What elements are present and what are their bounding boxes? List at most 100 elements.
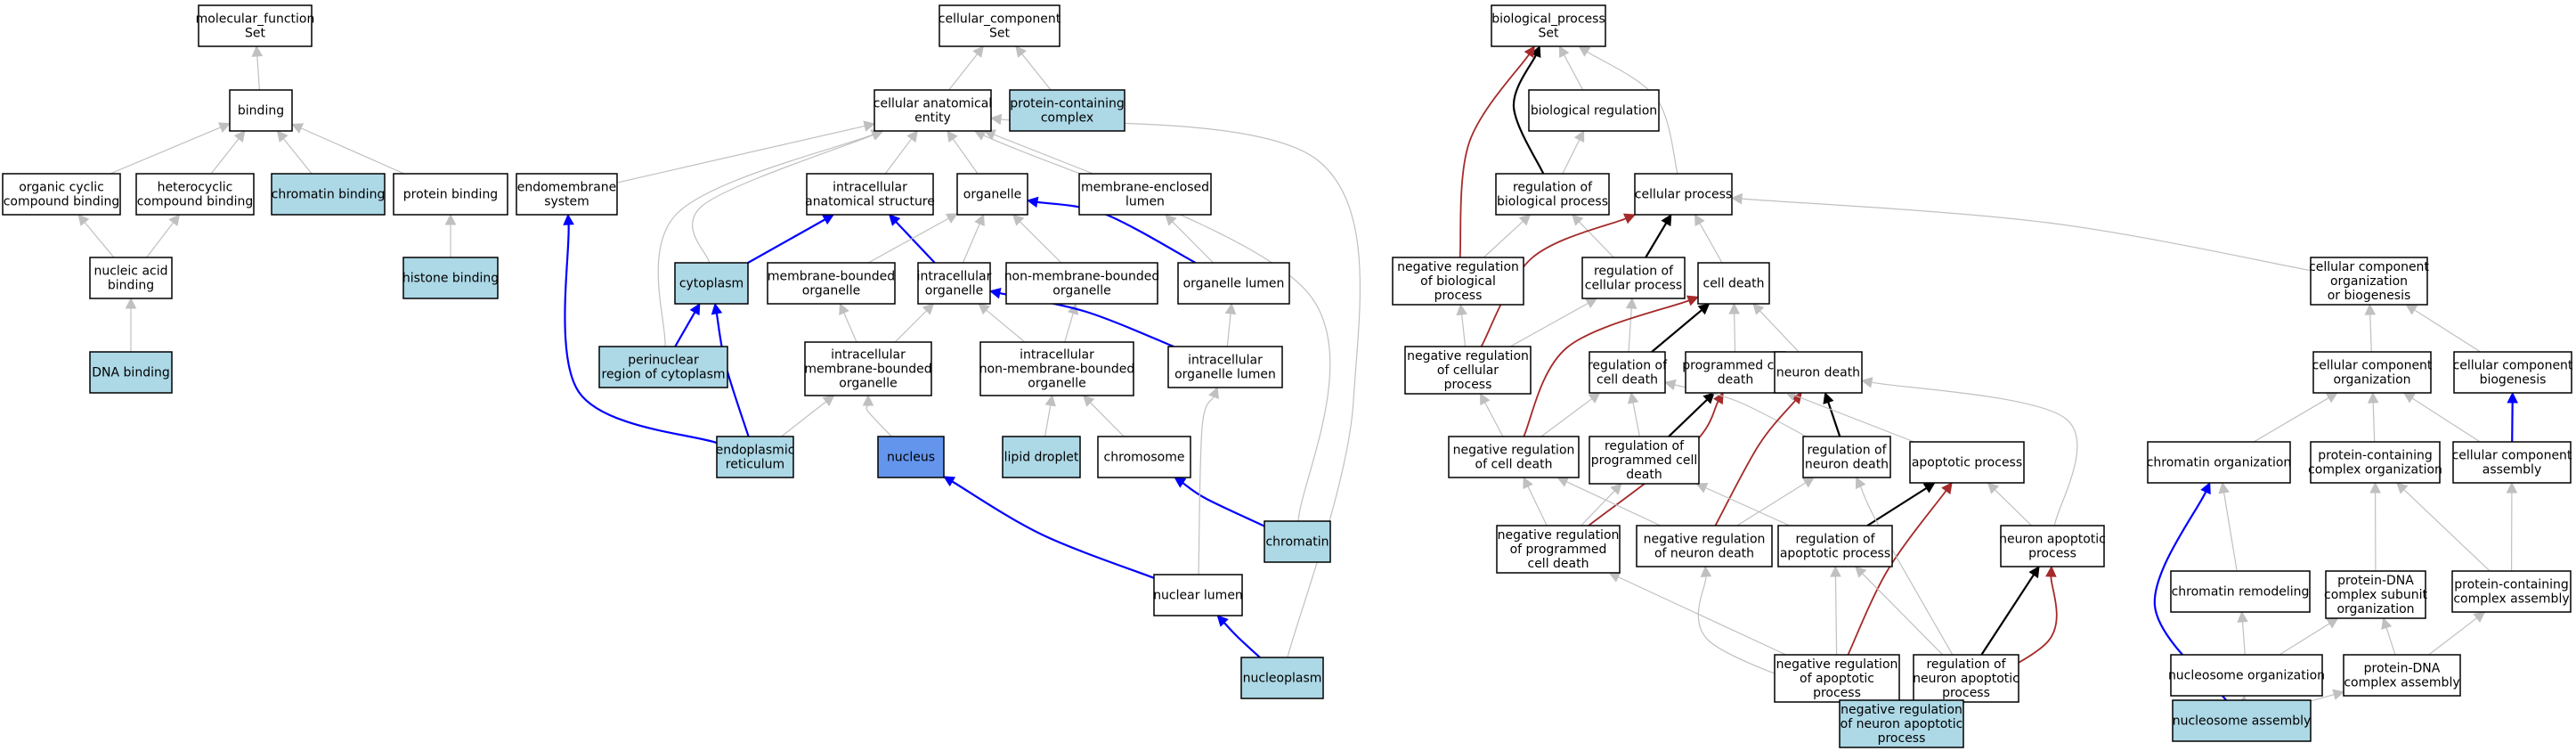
edge-line: [146, 222, 175, 258]
edge-arrowhead-icon: [1556, 477, 1570, 487]
go-term-node-nucleosome-assembly[interactable]: nucleosome assembly: [2172, 699, 2312, 742]
go-term-node-inmbo[interactable]: intracellularnon-membrane-boundedorganel…: [979, 341, 1135, 396]
go-term-node-cytoplasm[interactable]: cytoplasm: [674, 262, 749, 305]
node-label: process: [1434, 289, 1483, 303]
go-term-node-br[interactable]: biological regulation: [1528, 89, 1660, 132]
go-term-node-cell-death[interactable]: cell death: [1697, 262, 1770, 305]
edge-line: [1714, 399, 1796, 527]
go-term-node-chromatin-binding[interactable]: chromatin binding: [271, 173, 386, 216]
edge-line: [1523, 299, 1690, 437]
edge-arrowhead-icon: [2506, 481, 2518, 494]
go-term-node-nucleoplasm[interactable]: nucleoplasm: [1240, 657, 1324, 699]
edge-part-of: [1216, 615, 1261, 658]
node-label: biological process: [1497, 194, 1608, 208]
edge-is-a: [1224, 302, 1237, 347]
go-term-node-cp[interactable]: cellular process: [1634, 173, 1733, 216]
node-label: lipid droplet: [1004, 450, 1079, 464]
node-box: [1496, 525, 1621, 574]
edge-arrowhead-icon: [945, 213, 958, 224]
node-label: protein-containing: [2318, 448, 2432, 462]
node-label: nucleic acid: [93, 264, 167, 278]
go-term-node-neuron-death[interactable]: neuron death: [1774, 351, 1863, 394]
go-term-node-chromatin[interactable]: chromatin: [1264, 520, 1331, 563]
edge-arrowhead-icon: [125, 297, 137, 309]
go-term-node-lipid[interactable]: lipid droplet: [1002, 436, 1081, 478]
edge-regulates: [1823, 391, 1841, 437]
edge-arrowhead-icon: [1627, 391, 1639, 404]
edge-arrowhead-icon: [1044, 394, 1056, 407]
edge-arrowhead-icon: [563, 213, 574, 225]
go-term-node-organelle[interactable]: organelle: [956, 173, 1028, 216]
node-box: [1528, 89, 1660, 132]
go-term-node-nuclear-lumen[interactable]: nuclear lumen: [1153, 574, 1243, 616]
go-term-node-nucleosome-org[interactable]: nucleosome organization: [2168, 654, 2325, 697]
go-term-node-protein-binding[interactable]: protein binding: [393, 173, 508, 216]
node-box: [1774, 351, 1863, 394]
go-term-node-apoptotic[interactable]: apoptotic process: [1909, 441, 2025, 484]
go-term-node-ol[interactable]: organelle lumen: [1177, 262, 1290, 305]
node-label: negative regulation: [1776, 657, 1898, 672]
node-label: negative regulation: [1498, 528, 1620, 543]
go-term-node-nucleus[interactable]: nucleus: [877, 436, 945, 478]
edge-arrowhead-icon: [444, 213, 457, 225]
go-term-node-dna-binding[interactable]: DNA binding: [89, 351, 173, 394]
edge-line: [895, 221, 936, 264]
edge-arrowhead-icon: [1578, 45, 1591, 57]
go-term-node-chromosome[interactable]: chromosome: [1097, 436, 1191, 478]
edge-arrowhead-icon: [822, 395, 835, 407]
edge-is-a: [1860, 377, 2078, 527]
edge-line: [1699, 223, 1723, 264]
go-term-node-chromatin-rem[interactable]: chromatin remodeling: [2170, 570, 2311, 613]
edge-line: [1759, 310, 1800, 353]
edge-is-a: [290, 123, 405, 175]
node-box: [1774, 654, 1900, 703]
node-label: cell death: [1597, 372, 1658, 387]
go-term-node-chromatin-org[interactable]: chromatin organization: [2147, 441, 2292, 484]
node-label: process: [1813, 686, 1861, 700]
go-term-node-binding[interactable]: binding: [229, 89, 293, 132]
go-term-node-histone[interactable]: histone binding: [402, 257, 499, 299]
